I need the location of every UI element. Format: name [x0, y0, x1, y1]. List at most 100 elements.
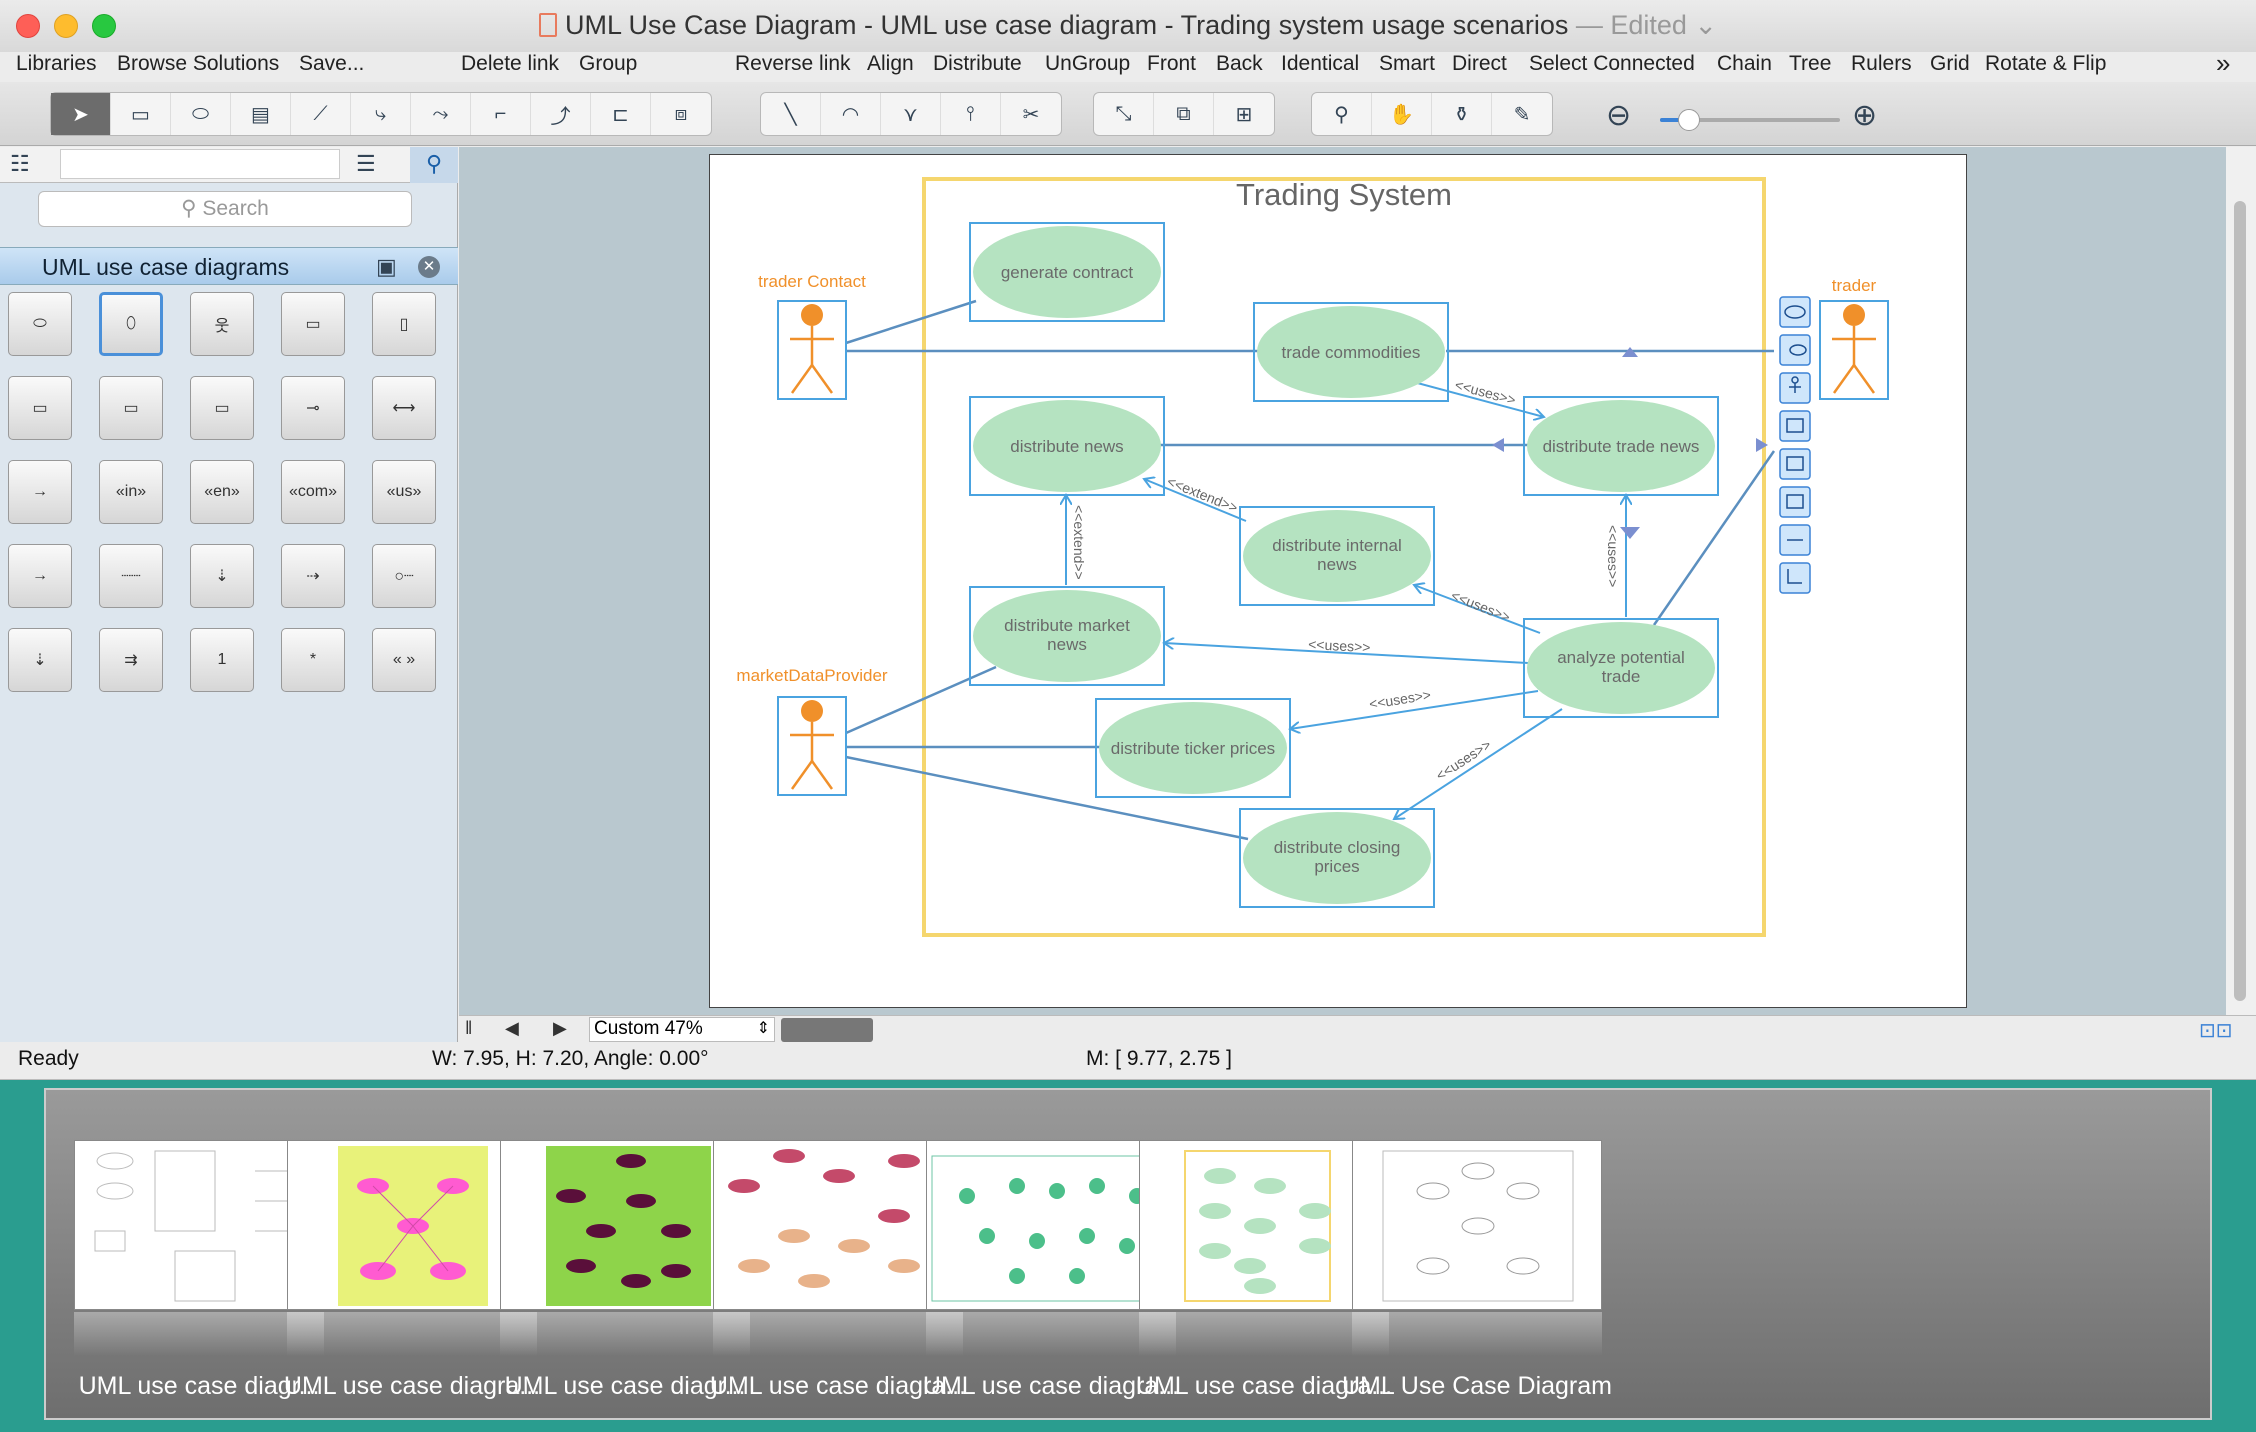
sidebar-path-field[interactable] [60, 149, 340, 179]
close-library-icon[interactable]: ✕ [418, 256, 440, 278]
zoom-slider[interactable] [1660, 109, 1840, 131]
diagram-page[interactable]: Trading System [709, 154, 1967, 1008]
uses-trade-tradenews[interactable] [1409, 380, 1544, 417]
library-shape[interactable]: → [8, 460, 72, 524]
connector-handle[interactable] [1620, 527, 1640, 539]
fit-layout-icon[interactable]: ⧉ [1154, 93, 1214, 135]
smart-connector-icon[interactable]: ⤴ [531, 93, 591, 135]
library-shape[interactable]: ▭ [281, 292, 345, 356]
rapid-usecase-icon[interactable] [1779, 296, 1811, 328]
uses-analyze-ticker[interactable] [1290, 690, 1539, 729]
usecase-distribute-closing-prices[interactable]: distribute closing prices [1239, 808, 1435, 908]
library-shape[interactable]: * [281, 628, 345, 692]
uses-analyze-closing[interactable] [1394, 708, 1563, 819]
menu-more[interactable]: » [2216, 48, 2231, 78]
gallery-thumb-6[interactable] [1139, 1140, 1389, 1310]
assoc-analyze-trader[interactable] [1652, 450, 1776, 626]
library-shape[interactable]: ⬯ [99, 292, 163, 356]
library-shape[interactable]: ▭ [99, 376, 163, 440]
direct-connector-icon[interactable]: ╲ [761, 93, 821, 135]
library-search-input[interactable]: ⚲ Search [38, 191, 412, 227]
save-library-icon[interactable]: ▣ [376, 254, 397, 279]
zoom-in-icon[interactable]: ⊕ [1852, 99, 1878, 132]
rapid-bend-icon[interactable] [1779, 562, 1811, 594]
actor-trader-contact[interactable] [777, 300, 847, 400]
menu-delete-link[interactable]: Delete link [461, 52, 560, 75]
search-tab-icon[interactable]: ⚲ [410, 147, 458, 183]
gallery-label-6[interactable]: UML use case diagra... [1135, 1372, 1393, 1400]
menu-browse-solutions[interactable]: Browse Solutions [117, 52, 280, 75]
usecase-distribute-internal-news[interactable]: distribute internal news [1239, 506, 1435, 606]
zoom-out-icon[interactable]: ⊖ [1606, 99, 1632, 132]
hand-tool-icon[interactable]: ✋ [1372, 93, 1432, 135]
connector-handle[interactable] [1622, 347, 1638, 357]
arc-connector-icon[interactable]: ◠ [821, 93, 881, 135]
edited-indicator[interactable]: — Edited ⌄ [1575, 10, 1718, 40]
zoom-slider-knob[interactable] [1678, 109, 1700, 131]
gallery-thumb-5[interactable] [926, 1140, 1176, 1310]
actor-trader[interactable] [1819, 300, 1889, 400]
insert-object-icon[interactable]: ⧈ [674, 102, 688, 125]
tree-layout-icon[interactable]: ⤡ [1094, 93, 1154, 135]
library-shape[interactable]: ▭ [8, 376, 72, 440]
menu-direct[interactable]: Direct [1452, 52, 1507, 75]
network-layout-icon[interactable]: ⊞ [1235, 103, 1253, 126]
minimize-window-button[interactable] [54, 14, 78, 38]
gallery-thumb-3[interactable] [500, 1140, 750, 1310]
library-shape[interactable]: «com» [281, 460, 345, 524]
curve-tool-icon[interactable]: ⤳ [411, 93, 471, 135]
connector-handle[interactable] [1756, 438, 1768, 452]
usecase-distribute-trade-news[interactable]: distribute trade news [1523, 396, 1719, 496]
ellipse-tool-icon[interactable]: ⬭ [171, 93, 231, 135]
usecase-analyze-potential-trade[interactable]: analyze potential trade [1523, 618, 1719, 718]
library-shape[interactable]: ┈┈ [99, 544, 163, 608]
connector-dropdown-icon[interactable]: ⊏ [591, 93, 651, 135]
library-header[interactable]: UML use case diagrams ▣ ✕ [0, 247, 458, 285]
prev-page-icon[interactable]: ◀ [505, 1018, 519, 1038]
line-tool-icon[interactable]: ⟋ [291, 93, 351, 135]
library-shape[interactable]: ▯ [372, 292, 436, 356]
next-page-icon[interactable]: ▶ [553, 1018, 567, 1038]
gallery-label-1[interactable]: UML use case diagr... [78, 1372, 320, 1400]
text-tool-icon[interactable]: ▤ [231, 93, 291, 135]
close-window-button[interactable] [16, 14, 40, 38]
zoom-tool-icon[interactable]: ⚲ [1312, 93, 1372, 135]
pointer-tool-icon[interactable]: ➤ [51, 93, 111, 135]
gallery-thumb-4[interactable] [713, 1140, 963, 1310]
menu-chain[interactable]: Chain [1717, 52, 1772, 75]
menu-tree[interactable]: Tree [1789, 52, 1832, 75]
library-shape[interactable]: ⟷ [372, 376, 436, 440]
gallery-label-5[interactable]: UML use case diagra... [922, 1372, 1180, 1400]
gallery-label-4[interactable]: UML use case diagra... [709, 1372, 967, 1400]
menu-identical[interactable]: Identical [1281, 52, 1360, 75]
menu-select-connected[interactable]: Select Connected [1529, 52, 1695, 75]
rapid-note-icon[interactable] [1779, 448, 1811, 480]
eyedropper-tool-icon[interactable]: ✎ [1513, 103, 1531, 126]
stamp-tool-icon[interactable]: ⚱ [1432, 93, 1492, 135]
menu-rotate-flip[interactable]: Rotate & Flip [1985, 52, 2107, 75]
rapid-class-icon[interactable] [1779, 410, 1811, 442]
round-connector-icon[interactable]: ⫯ [941, 93, 1001, 135]
library-shape[interactable]: ⬭ [8, 292, 72, 356]
gallery-thumb-2[interactable] [287, 1140, 537, 1310]
library-shape[interactable]: ○┈ [372, 544, 436, 608]
gallery-thumb-1[interactable] [74, 1140, 324, 1310]
library-shape[interactable]: ⊸ [281, 376, 345, 440]
zoom-window-button[interactable] [92, 14, 116, 38]
library-shape[interactable]: 웃 [190, 292, 254, 356]
menu-ungroup[interactable]: UnGroup [1045, 52, 1131, 75]
menu-back[interactable]: Back [1216, 52, 1263, 75]
extend-internal-news[interactable] [1144, 479, 1247, 522]
pause-icon[interactable]: ‖ [465, 1018, 473, 1038]
rectangle-tool-icon[interactable]: ▭ [111, 93, 171, 135]
bezier-connector-icon[interactable]: ⋎ [881, 93, 941, 135]
usecase-trade-commodities[interactable]: trade commodities [1253, 302, 1449, 402]
fit-page-icon[interactable]: ⊡⊡ [2199, 1020, 2233, 1042]
vertical-scrollbar[interactable] [2226, 147, 2256, 1015]
menu-smart[interactable]: Smart [1379, 52, 1436, 75]
usecase-distribute-ticker-prices[interactable]: distribute ticker prices [1095, 698, 1291, 798]
library-shape[interactable]: → [8, 544, 72, 608]
tree-view-icon[interactable]: ☷ [10, 151, 30, 176]
menu-rulers[interactable]: Rulers [1851, 52, 1912, 75]
menu-group[interactable]: Group [579, 52, 638, 75]
